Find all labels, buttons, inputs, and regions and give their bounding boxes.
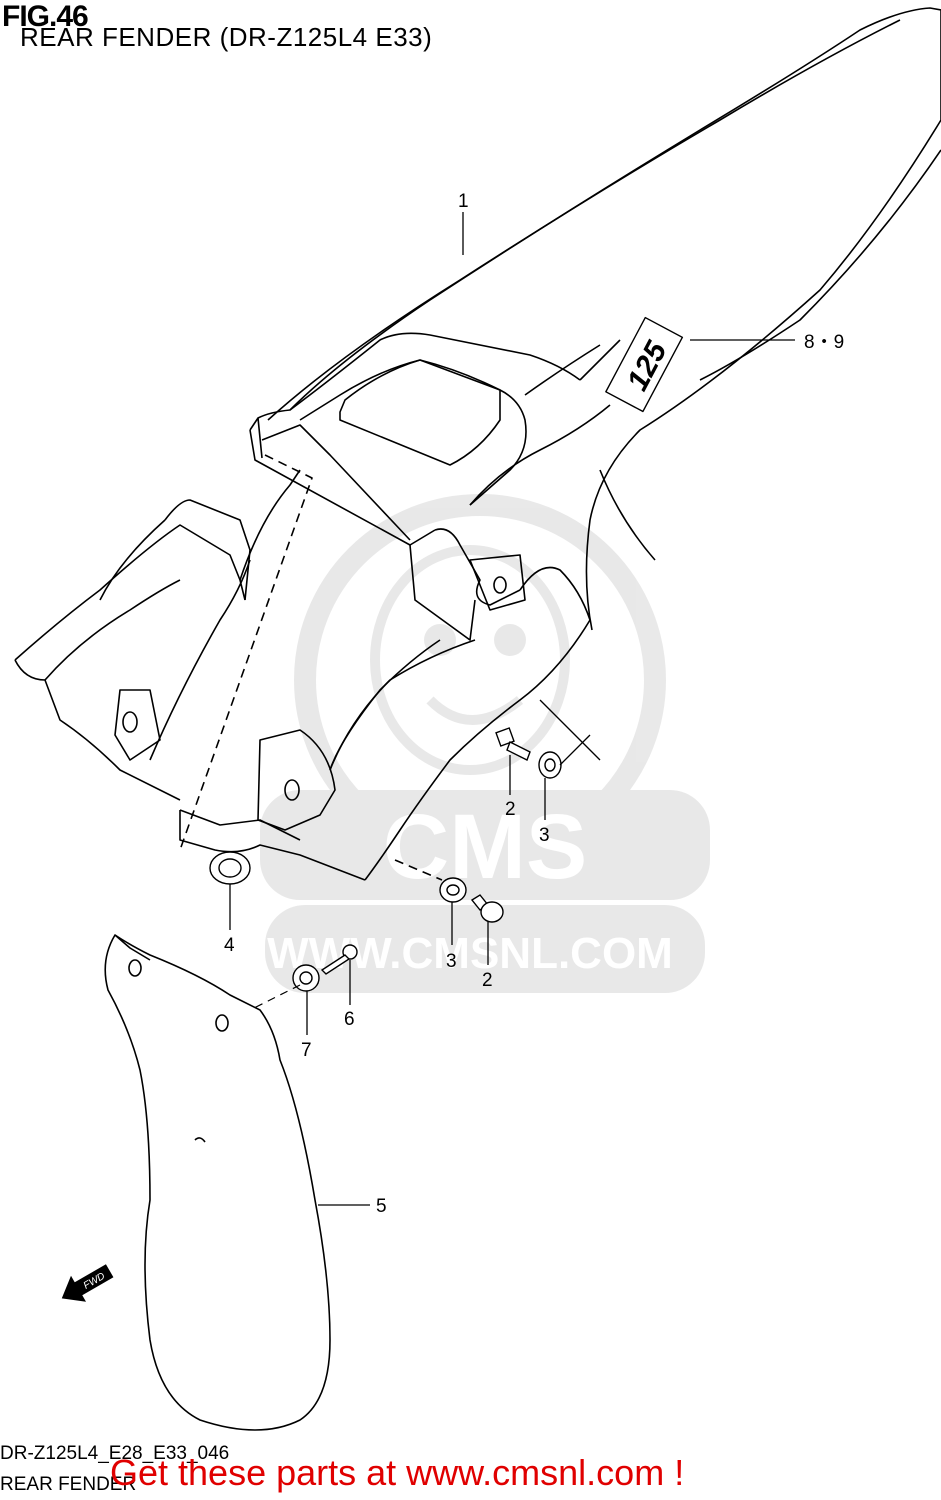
diagram-name: REAR FENDER: [0, 1474, 137, 1495]
nut-part-7: [292, 964, 320, 992]
cmsnl-watermark: CMS WWW.CMSNL.COM: [260, 494, 710, 993]
fwd-arrow-icon: FWD: [61, 1264, 114, 1302]
callout-2-lower: 2: [482, 970, 493, 991]
callout-6: 6: [344, 1009, 355, 1030]
fwd-label: FWD: [82, 1271, 107, 1292]
mud-flap-part-5: [104, 934, 331, 1431]
diagram-code: DR-Z125L4_E28_E33_046: [0, 1443, 230, 1464]
callout-4: 4: [224, 935, 235, 956]
callout-1: 1: [458, 191, 469, 212]
grommet-part-4: [209, 851, 251, 885]
hardware: [209, 727, 562, 992]
rear-fender-part-1: 125: [14, 7, 941, 881]
bolt-part-2-upper: [495, 727, 531, 761]
callout-labels: 1 2 3 8・9 4 3 2 6 7 5: [224, 191, 844, 1217]
assembly-lines: [249, 984, 301, 1011]
svg-text:125: 125: [621, 335, 674, 396]
callout-8-9: 8・9: [804, 332, 844, 353]
screw-part-6: [320, 944, 358, 975]
washer-part-3-upper: [538, 751, 562, 779]
callout-3-upper: 3: [539, 825, 550, 846]
leader-lines: [229, 212, 795, 1206]
callout-7: 7: [301, 1040, 312, 1061]
figure-subtitle: REAR FENDER (DR-Z125L4 E33): [20, 22, 433, 52]
callout-5: 5: [376, 1196, 387, 1217]
bolt-part-2-lower: [470, 894, 504, 923]
callout-2-upper: 2: [505, 799, 516, 820]
cta-link[interactable]: Get these parts at www.cmsnl.com !: [110, 1452, 685, 1493]
watermark-url: WWW.CMSNL.COM: [267, 929, 673, 978]
washer-part-3-lower: [439, 877, 467, 903]
watermark-brand: CMS: [383, 796, 587, 898]
figure-number: FIG.46: [2, 0, 89, 33]
callout-3-lower: 3: [446, 951, 457, 972]
fender-decal-125: 125: [605, 316, 684, 413]
